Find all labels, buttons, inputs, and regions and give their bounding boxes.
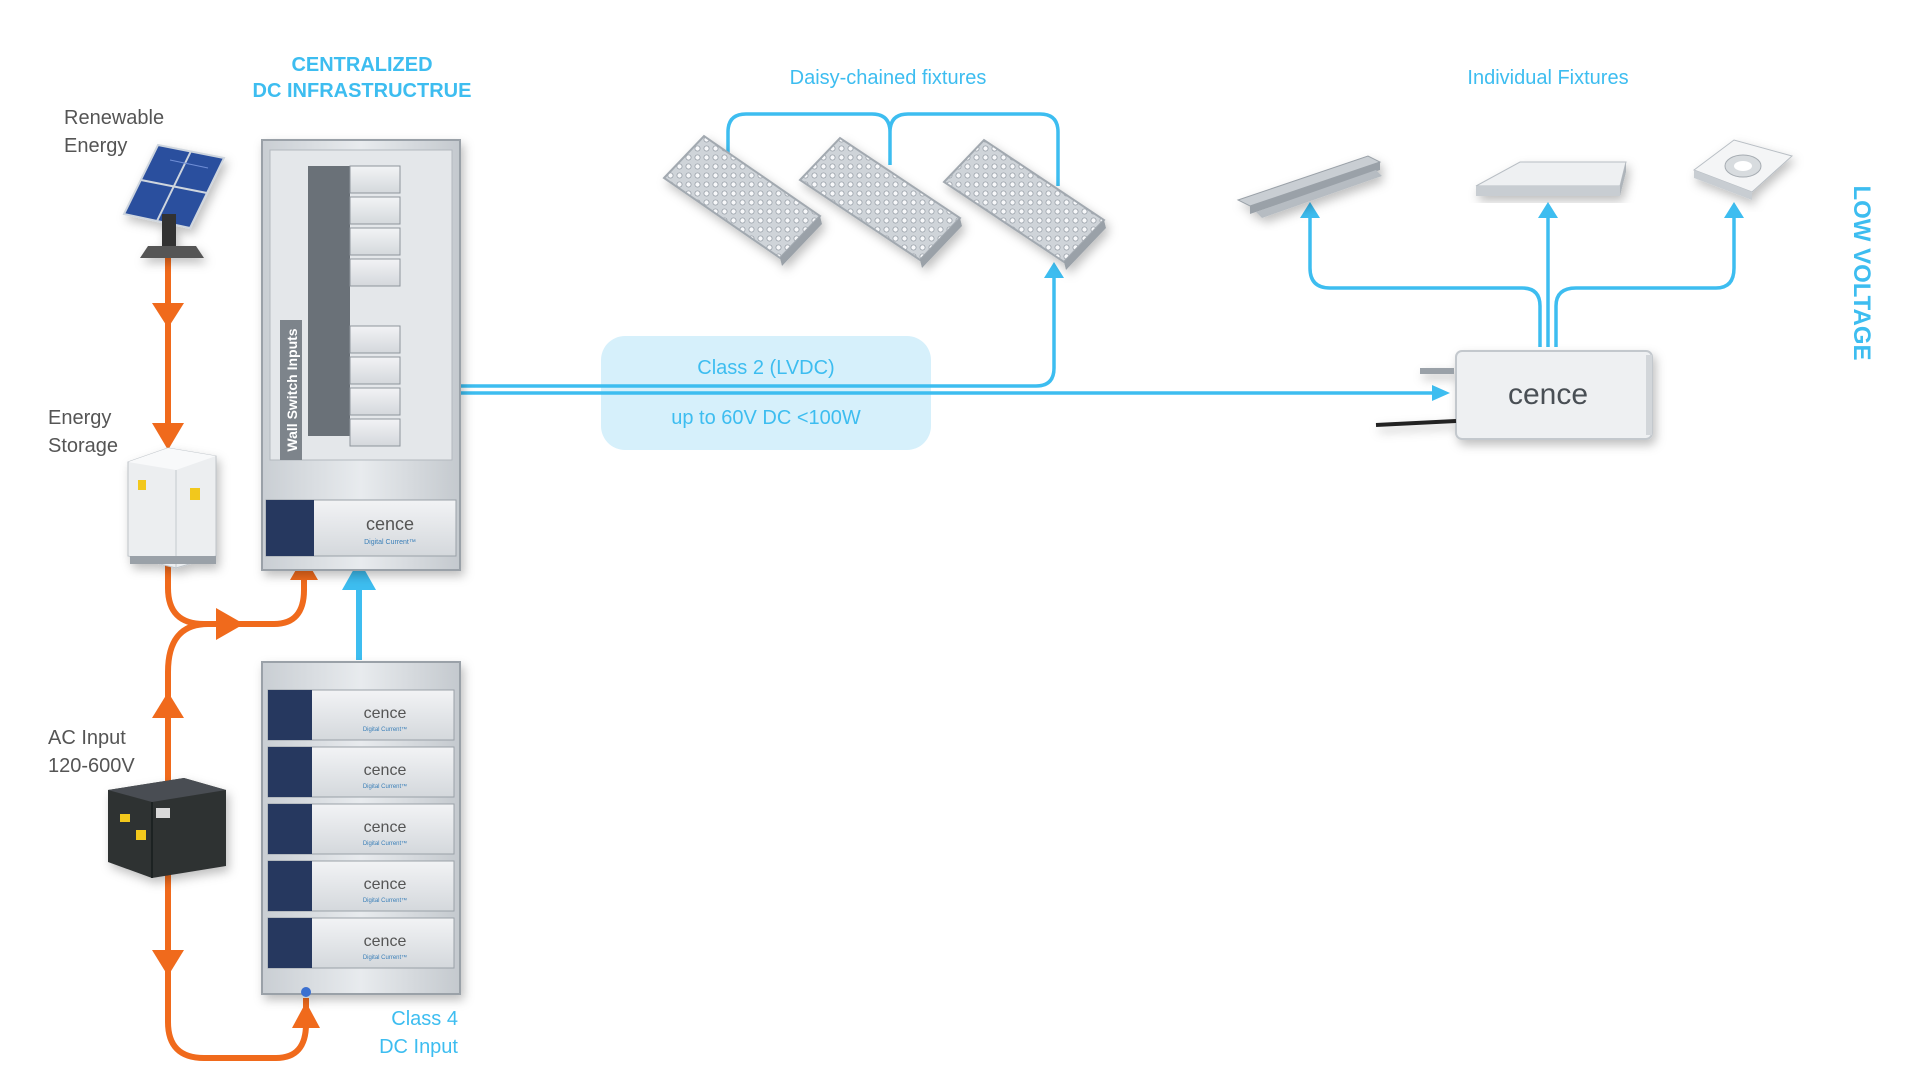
daisy-fixture-1 — [662, 134, 822, 266]
class4-power-rack: cence Digital Current™ cence Digital Cur… — [261, 661, 461, 997]
title: CENTRALIZED DC INFRASTRUCTRUE — [253, 54, 472, 102]
up-arrow-icon — [1538, 202, 1558, 218]
daisy-chain-links — [726, 112, 1060, 186]
ac-up-line — [165, 621, 209, 960]
battery-cabinet-icon — [127, 447, 217, 569]
individual-fixtures-label: Individual Fixtures — [1467, 67, 1628, 89]
daisy-fixture-2 — [798, 136, 962, 268]
panel-logo: cence — [366, 514, 414, 534]
up-arrow-icon — [1724, 202, 1744, 218]
ac-to-class4-line — [165, 868, 309, 1061]
up-arrow-icon — [342, 560, 376, 590]
renewable-label-2: Energy — [64, 135, 127, 157]
rack-module: cence Digital Current™ — [267, 860, 455, 912]
rack-logo-3: cence — [364, 819, 407, 836]
low-voltage-label: LOW VOLTAGE — [1848, 185, 1875, 360]
class2-spec: up to 60V DC <100W — [671, 407, 861, 429]
controller-to-fixture-1-line — [1308, 206, 1542, 347]
title-line2: DC INFRASTRUCTRUE — [253, 80, 472, 102]
dc-distribution-panel: Wall Switch Inputs cence Digital Current… — [261, 139, 461, 571]
wall-switch-strip — [280, 320, 302, 460]
up-arrow-icon — [152, 692, 184, 718]
generator-icon — [108, 778, 226, 878]
storage-label-2: Storage — [48, 435, 118, 457]
class4-label-1: Class 4 — [391, 1008, 458, 1030]
rack-module: cence Digital Current™ — [267, 917, 455, 969]
daisy-chained-label: Daisy-chained fixtures — [790, 67, 987, 89]
ac-label-1: AC Input — [48, 727, 126, 749]
rack-tagline-4: Digital Current™ — [363, 897, 407, 904]
blue-lvdc-flow — [356, 112, 1736, 660]
rack-input-connector — [301, 987, 311, 997]
power-supply-terminal — [266, 500, 314, 556]
renewable-label-1: Renewable — [64, 107, 164, 129]
class2-label: Class 2 (LVDC) — [697, 357, 834, 379]
rack-module: cence Digital Current™ — [267, 746, 455, 798]
class4-label-2: DC Input — [379, 1036, 458, 1058]
antenna-icon — [1375, 419, 1457, 427]
title-line1: CENTRALIZED — [291, 54, 432, 76]
controller-to-fixture-3-line — [1554, 206, 1736, 347]
troffer-fixture — [1475, 161, 1627, 196]
up-arrow-icon — [292, 1002, 320, 1028]
right-arrow-icon — [216, 608, 244, 640]
down-arrow-icon — [152, 950, 184, 976]
daisy-fixture-3 — [942, 138, 1106, 270]
down-arrow-icon — [152, 423, 184, 450]
storage-to-panel-line — [165, 565, 307, 627]
linear-fixture — [1236, 155, 1382, 218]
rack-tagline-3: Digital Current™ — [363, 840, 407, 847]
downlight-fixture — [1692, 139, 1794, 200]
ac-label-2: 120-600V — [48, 755, 135, 777]
rack-tagline-2: Digital Current™ — [363, 783, 407, 790]
orange-power-flow — [165, 246, 309, 1061]
rack-tagline-5: Digital Current™ — [363, 954, 407, 961]
rack-logo-4: cence — [364, 876, 407, 893]
controller-logo: cence — [1508, 378, 1588, 411]
wall-switch-label: Wall Switch Inputs — [284, 328, 300, 451]
panel-to-daisy-line — [400, 268, 1056, 388]
right-arrow-icon — [1432, 385, 1450, 401]
solar-panel-icon — [122, 143, 226, 258]
rack-tagline-1: Digital Current™ — [363, 726, 407, 733]
lvdc-controller: cence — [1375, 350, 1653, 440]
circuit-modules — [308, 165, 401, 447]
rack-logo-5: cence — [364, 933, 407, 950]
up-arrow-icon — [1044, 262, 1064, 278]
panel-tagline: Digital Current™ — [364, 539, 416, 546]
rack-logo-2: cence — [364, 762, 407, 779]
rack-module: cence Digital Current™ — [267, 803, 455, 855]
up-arrow-icon — [1300, 202, 1320, 218]
storage-label-1: Energy — [48, 407, 111, 429]
connector-stub — [1420, 368, 1454, 374]
rack-logo-1: cence — [364, 705, 407, 722]
down-arrow-icon — [152, 303, 184, 328]
rack-module: cence Digital Current™ — [267, 689, 455, 741]
